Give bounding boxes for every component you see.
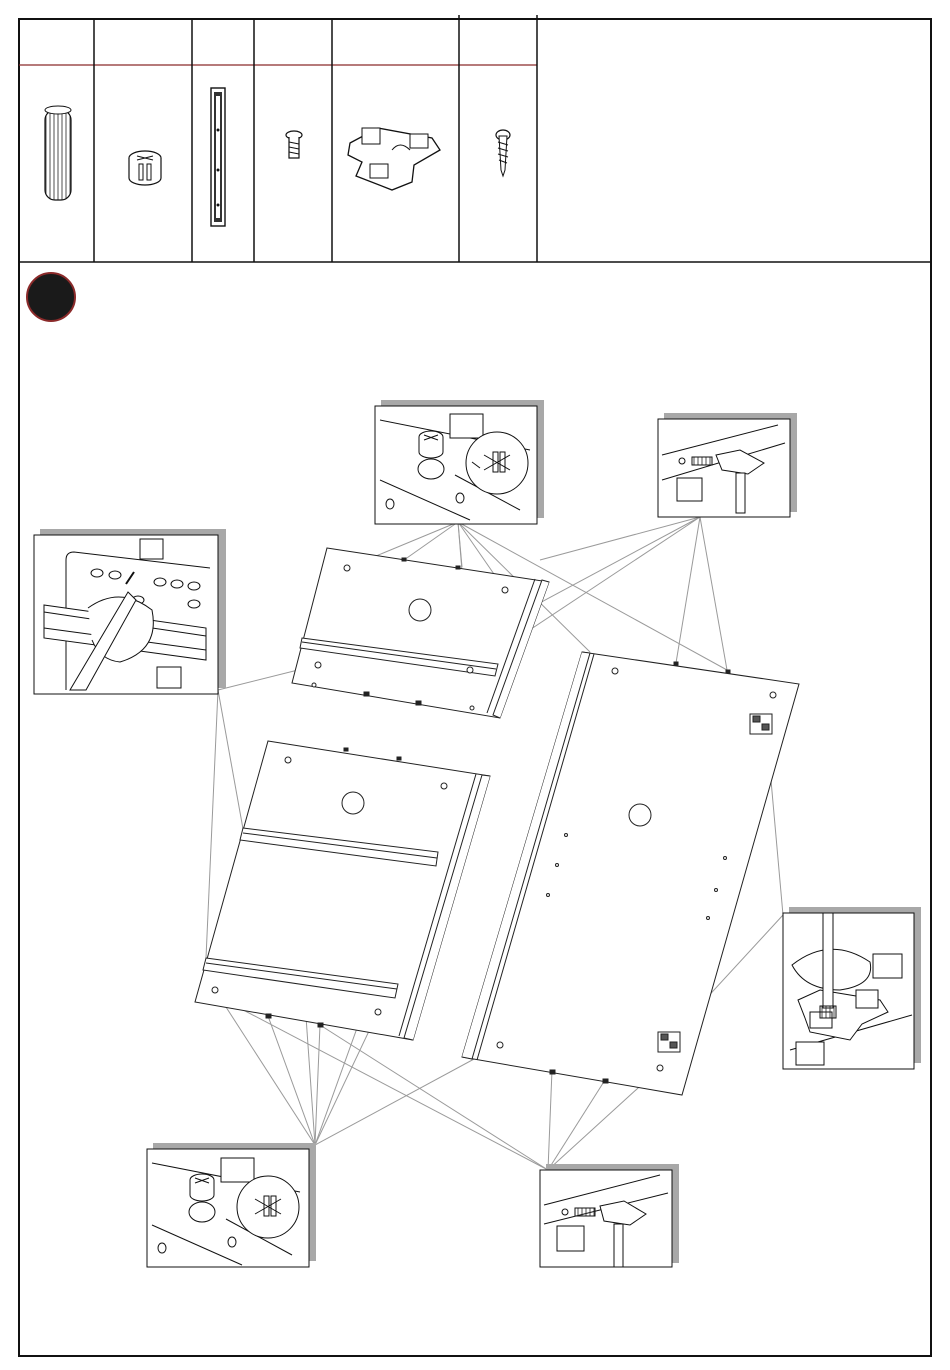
part-reference-box [140,539,163,559]
right-panel [462,652,799,1095]
dowel-hammer-detail-lower [540,1164,679,1267]
screw-icon [496,130,510,176]
left-panel [195,741,490,1040]
cam-lock-icon [418,431,444,479]
part-reference-box [557,1226,584,1251]
part-reference-box [221,1158,254,1182]
part-reference-box [873,954,902,978]
part-reference-box [450,414,483,438]
step-number-badge [27,273,75,321]
drawer-slide-icon [211,88,225,226]
hinge-plate-icon [658,1032,680,1052]
cam-lock-icon [129,151,161,185]
cam-lock-icon [189,1174,215,1222]
hinge-screwdriver-detail [783,907,921,1069]
hinge-plate-icon [348,128,440,190]
cam-lock-insert-detail [375,400,544,524]
slide-screwdriver-detail [34,529,226,694]
cam-lock-insert-detail-lower [147,1143,316,1267]
parts-table [19,15,931,262]
hinge-plate-icon [750,714,772,734]
part-reference-box [157,667,181,688]
dowel-hammer-detail [658,413,797,517]
part-reference-box [796,1042,824,1065]
part-reference-box [677,478,702,501]
cam-bolt-icon [286,131,302,158]
dowel-icon [45,106,71,200]
